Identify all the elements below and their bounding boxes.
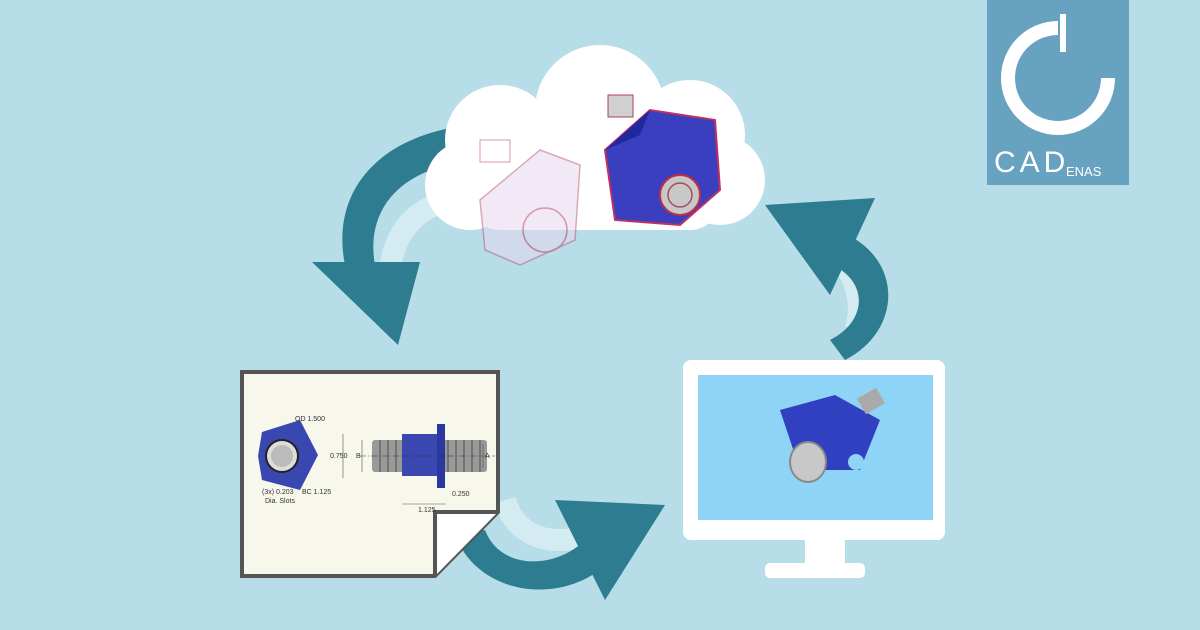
part-end-view xyxy=(258,420,318,490)
cad-part-icon xyxy=(479,139,581,266)
dim-length: 1.125 xyxy=(418,507,436,514)
cycle-arrow-icon xyxy=(765,198,889,360)
logo-text-sub: ENAS xyxy=(1066,164,1102,179)
logo-text-main: CAD xyxy=(994,146,1069,179)
dim-b: B xyxy=(356,453,361,460)
od-label: OD 1.500 xyxy=(295,416,325,423)
slots-label: Dia. Slots xyxy=(265,498,295,505)
drawing-sheet-icon: OD 1.500 (3x) 0.203 Dia. Slots BC 1.125 … xyxy=(240,370,500,578)
cad-part-icon xyxy=(603,94,722,227)
bc-label: BC 1.125 xyxy=(302,489,331,496)
cad-part-icon xyxy=(780,387,886,483)
cadenas-logo: CAD ENAS xyxy=(987,0,1129,185)
monitor-icon xyxy=(683,360,945,578)
part-side-view xyxy=(360,424,495,488)
cycle-arrow-icon xyxy=(455,500,665,600)
dim-a: A xyxy=(485,453,490,460)
dim-height: 0.750 xyxy=(330,453,348,460)
slots-label: (3x) 0.203 xyxy=(262,489,294,496)
dim-flange: 0.250 xyxy=(452,491,470,498)
